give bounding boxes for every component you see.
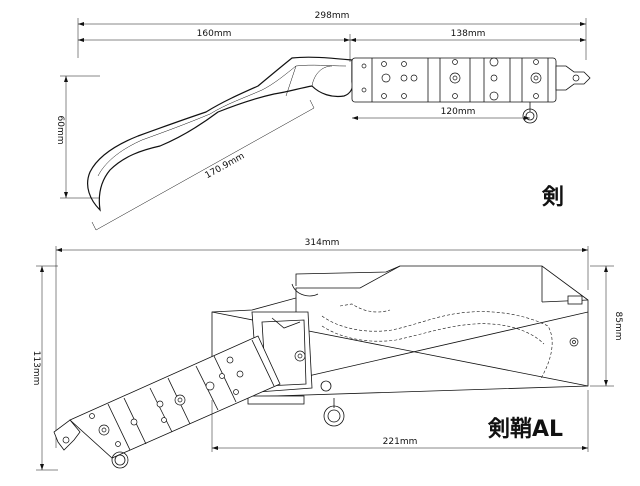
sheath-title: 剣鞘AL (487, 417, 563, 442)
dimension-overall-length: 298mm (77, 11, 587, 60)
dimension-height: 60mm (55, 75, 100, 199)
sheath-body (211, 265, 589, 427)
dimension-221-label: 221mm (383, 437, 418, 447)
sheath-drawing: 314mm 113mm 85mm (31, 238, 623, 471)
dimension-sheath-height-left: 113mm (31, 265, 58, 471)
sword-title: 剣 (541, 185, 564, 210)
dimension-113-label: 113mm (31, 351, 41, 386)
dimension-blade-handle: 160mm 138mm (78, 29, 586, 62)
dimension-sheath-bottom-length: 221mm (211, 390, 589, 452)
dimension-85-label: 85mm (613, 312, 623, 341)
dimension-60-label: 60mm (55, 116, 65, 145)
dimension-160-label: 160mm (197, 29, 232, 39)
sword-drawing: 298mm 160mm 138mm 60mm (55, 11, 591, 231)
dimension-sheath-height-right: 85mm (590, 265, 623, 387)
dimension-120-label: 120mm (441, 107, 476, 117)
dimension-298-label: 298mm (315, 11, 350, 21)
dimension-314-label: 314mm (305, 238, 340, 248)
sword-blade: 170.9mm (87, 56, 354, 231)
sheath-handle (53, 335, 281, 469)
dimension-138-label: 138mm (451, 29, 486, 39)
dimension-sheath-overall-length: 314mm (55, 238, 589, 448)
sword-handle: 120mm (351, 57, 591, 124)
